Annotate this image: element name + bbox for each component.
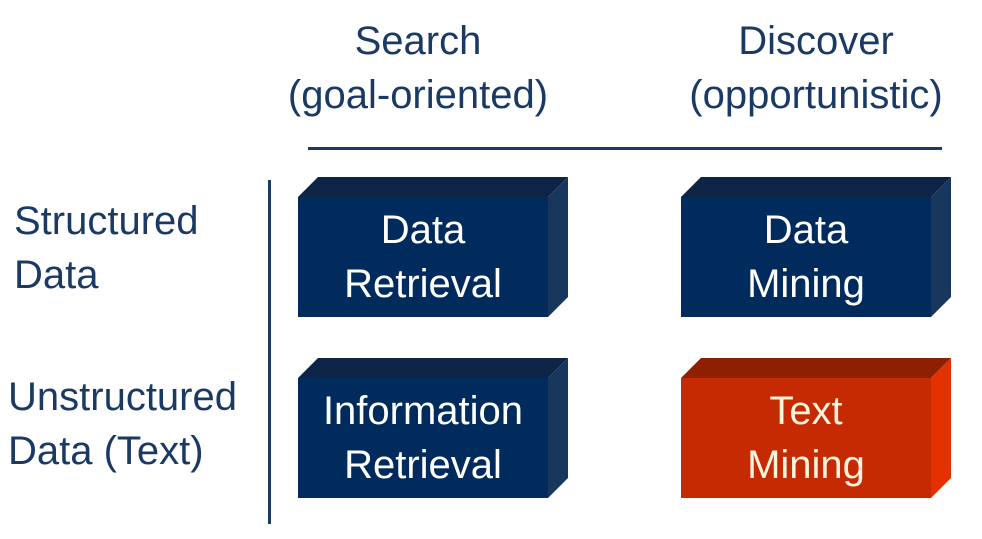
horizontal-divider [308, 147, 942, 150]
box-top-face [298, 177, 568, 197]
column-header-discover-title: Discover [738, 19, 894, 63]
cell-label-line2: Mining [747, 262, 865, 306]
box-side-face [548, 177, 568, 317]
vertical-divider [268, 180, 271, 524]
column-header-search: Search (goal-oriented) [248, 14, 588, 122]
box-side-face [548, 358, 568, 498]
row-header-structured: Structured Data [14, 194, 199, 302]
box-3d-shape [298, 177, 568, 317]
box-3d-shape [681, 358, 951, 498]
row-header-unstructured-line1: Unstructured [8, 375, 237, 419]
cell-label-line1: Information [322, 389, 524, 433]
column-header-discover-subtitle: (opportunistic) [689, 73, 943, 117]
cell-information-retrieval: Information Retrieval [298, 358, 568, 498]
cell-label-line1: Data [380, 208, 466, 252]
cell-label-line2: Retrieval [344, 262, 502, 306]
box-top-face [298, 358, 568, 378]
box-3d-shape [681, 177, 951, 317]
column-header-discover: Discover (opportunistic) [646, 14, 982, 122]
box-top-face [681, 358, 951, 378]
cell-text-mining: Text Mining [681, 358, 951, 498]
cell-label: Information Retrieval [298, 378, 548, 498]
box-3d-shape [298, 358, 568, 498]
cell-label-line1: Text [769, 389, 843, 433]
cell-label: Data Retrieval [298, 197, 548, 317]
column-header-search-title: Search [354, 19, 482, 63]
box-side-face [931, 177, 951, 317]
row-header-structured-line2: Data [14, 253, 99, 297]
box-front-face [298, 378, 548, 498]
cell-label: Data Mining [681, 197, 931, 317]
cell-data-retrieval: Data Retrieval [298, 177, 568, 317]
cell-label-line2: Mining [747, 443, 865, 487]
box-front-face [681, 378, 931, 498]
cell-label: Text Mining [681, 378, 931, 498]
box-side-face [931, 358, 951, 498]
box-front-face [298, 197, 548, 317]
cell-data-mining: Data Mining [681, 177, 951, 317]
row-header-unstructured: Unstructured Data (Text) [8, 370, 237, 478]
row-header-structured-line1: Structured [14, 199, 199, 243]
box-front-face [681, 197, 931, 317]
cell-label-line2: Retrieval [344, 443, 502, 487]
box-top-face [681, 177, 951, 197]
column-header-search-subtitle: (goal-oriented) [287, 73, 549, 117]
cell-label-line1: Data [763, 208, 849, 252]
row-header-unstructured-line2: Data (Text) [8, 429, 204, 473]
